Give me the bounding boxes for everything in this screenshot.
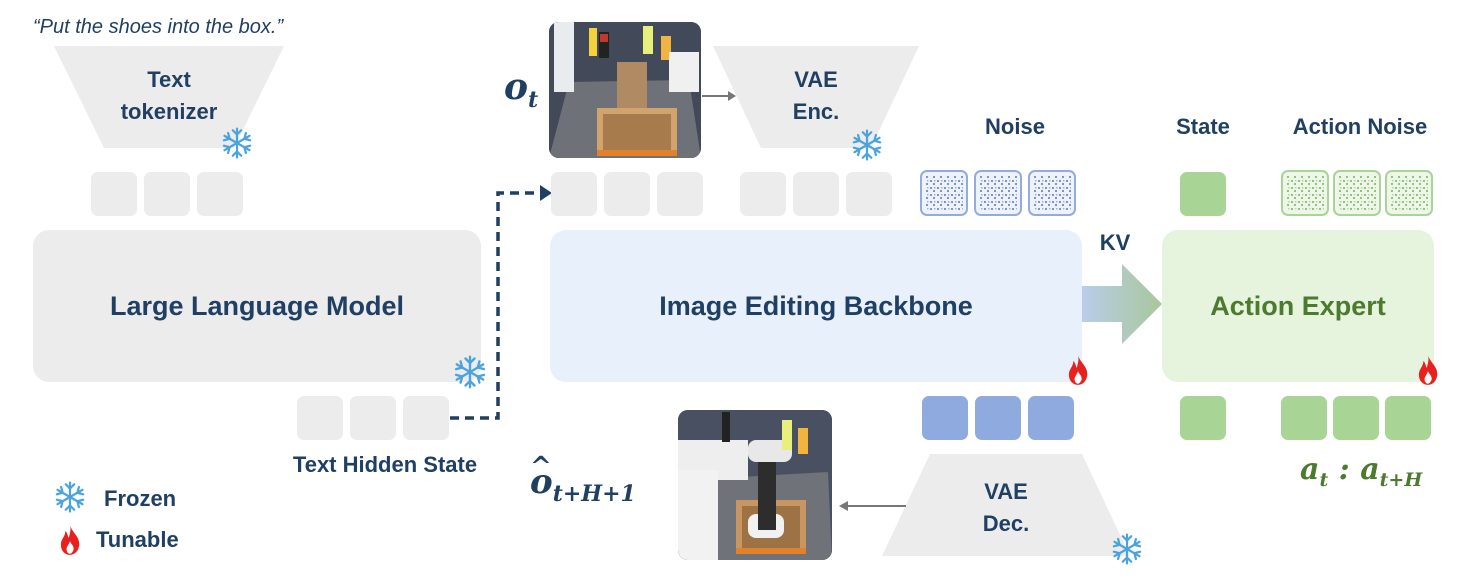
action-noise-token <box>1333 170 1381 216</box>
vae-latent-token <box>846 172 892 216</box>
legend-tunable-label: Tunable <box>96 527 179 552</box>
llm-label: Large Language Model <box>109 290 405 321</box>
hidden-state-token <box>297 396 343 440</box>
vae-encoder-label: VAE Enc. <box>792 67 840 124</box>
observation-label: ot <box>504 66 539 114</box>
state-token <box>1180 172 1226 216</box>
action-noise-label: Action Noise <box>1292 114 1428 139</box>
action-expert-label: Action Expert <box>1210 290 1386 321</box>
action-token <box>1281 396 1327 440</box>
hidden-state-token <box>350 396 396 440</box>
predicted-latent-token <box>922 396 968 440</box>
legend-frozen-label: Frozen <box>104 486 177 511</box>
image-token <box>551 172 597 216</box>
text-token <box>91 172 137 216</box>
vae-latent-token <box>740 172 786 216</box>
action-token <box>1333 396 1379 440</box>
predicted-latent-token <box>975 396 1021 440</box>
hidden-state-token <box>403 396 449 440</box>
vae-encoder-shape <box>713 46 919 148</box>
vae-to-image-arrow <box>839 501 906 511</box>
action-expert-block: Action Expert <box>1162 230 1434 382</box>
text-token <box>197 172 243 216</box>
large-language-model-block: Large Language Model <box>33 230 481 382</box>
text-tokenizer-shape <box>54 46 284 148</box>
text-tokenizer-label: Text tokenizer <box>120 67 218 124</box>
noise-token <box>974 170 1022 216</box>
snowflake-icon <box>53 480 87 514</box>
vae-decoder-label: VAE Dec. <box>982 479 1030 536</box>
image-to-vae-arrow <box>702 91 736 101</box>
noise-token <box>1028 170 1076 216</box>
action-sequence-label: at : at+H <box>1300 452 1423 491</box>
flame-icon <box>1416 354 1440 386</box>
noise-token <box>920 170 968 216</box>
flame-icon <box>1066 354 1090 386</box>
vae-decoder-shape <box>882 454 1130 556</box>
backbone-label: Image Editing Backbone <box>659 290 973 321</box>
snowflake-icon <box>220 126 254 160</box>
noise-label: Noise <box>985 114 1045 139</box>
vae-latent-token <box>793 172 839 216</box>
snowflake-icon <box>850 128 884 162</box>
predicted-image <box>678 410 832 560</box>
observation-image <box>549 22 701 158</box>
image-editing-backbone-block: Image Editing Backbone <box>550 230 1082 382</box>
state-label: State <box>1176 114 1230 139</box>
state-output-token <box>1180 396 1226 440</box>
action-token <box>1385 396 1431 440</box>
kv-label: KV <box>1099 230 1131 255</box>
image-token <box>657 172 703 216</box>
text-hidden-state-label: Text Hidden State <box>292 452 478 477</box>
instruction-text: “Put the shoes into the box.” <box>33 16 284 38</box>
snowflake-icon <box>1110 532 1144 566</box>
text-token <box>144 172 190 216</box>
action-noise-token <box>1281 170 1329 216</box>
predicted-observation-label: o ^ t+H+1 <box>530 452 636 507</box>
hidden-state-arrow <box>450 185 552 420</box>
flame-icon <box>58 524 82 556</box>
kv-arrow <box>1082 264 1162 344</box>
predicted-latent-token <box>1028 396 1074 440</box>
image-token <box>604 172 650 216</box>
action-noise-token <box>1385 170 1433 216</box>
